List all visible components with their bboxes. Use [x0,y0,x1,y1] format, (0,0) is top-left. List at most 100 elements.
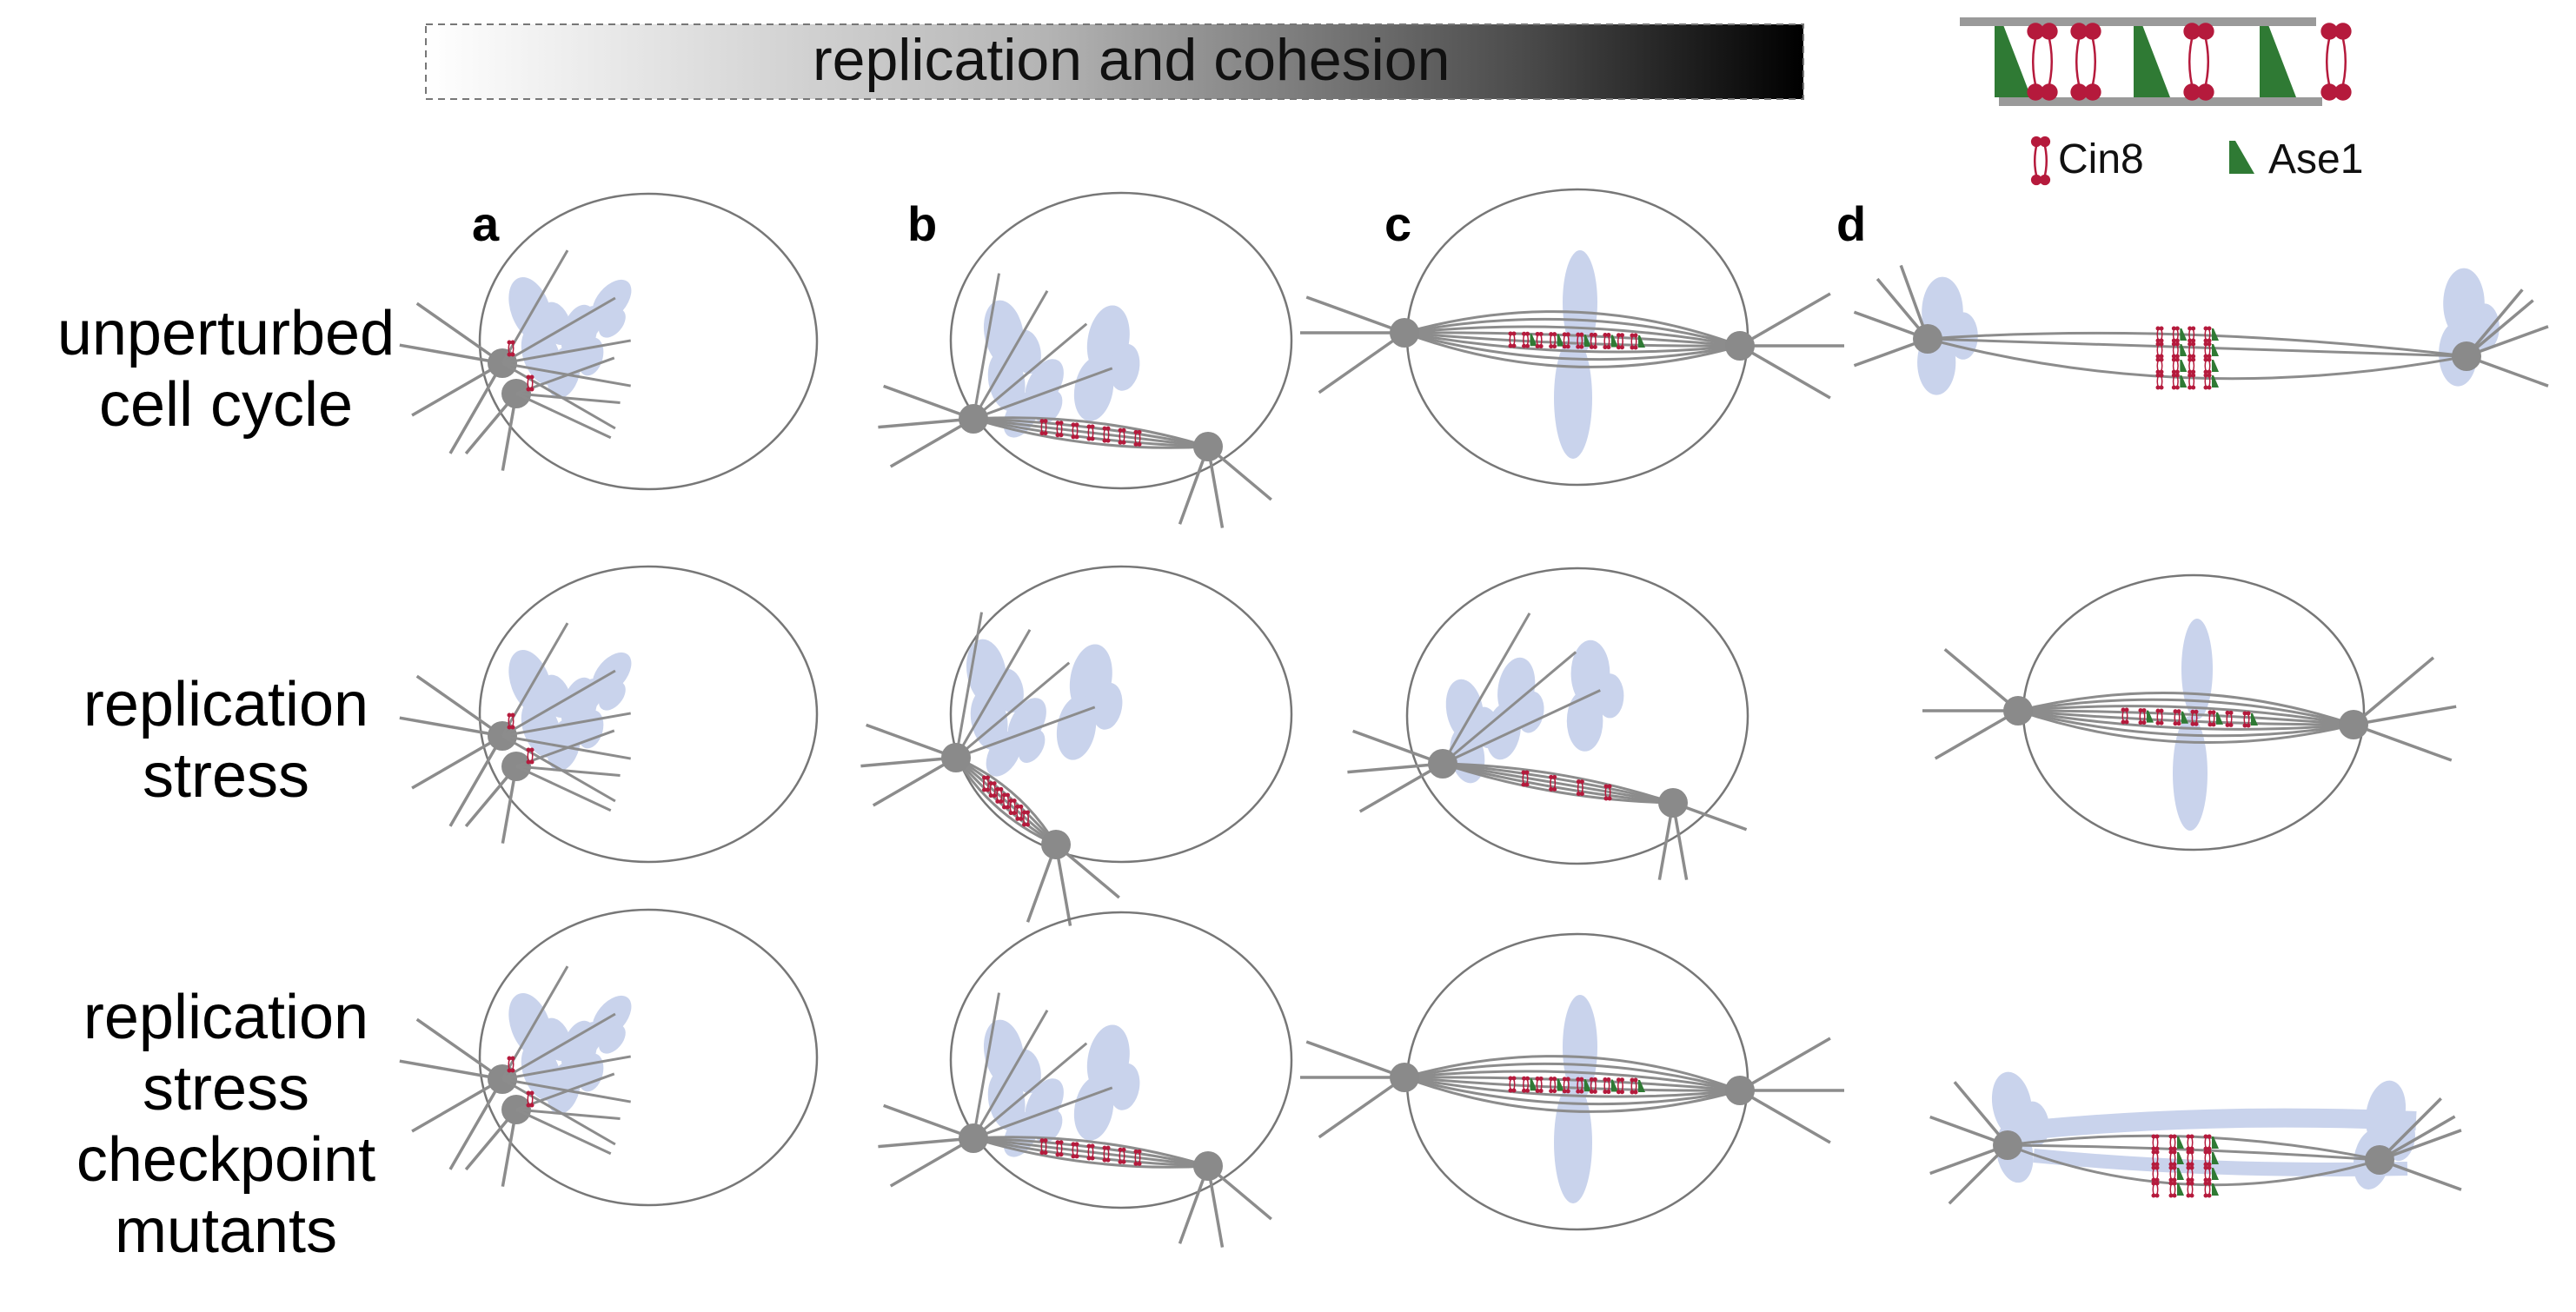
astral-microtubule [872,756,957,807]
ase1-protein [2180,344,2188,356]
astral-microtubule [2352,656,2435,726]
cin8-motor [1508,1076,1517,1093]
nucleus-outline [1405,567,1749,865]
cin8-motor [2188,326,2196,343]
cin8-motor [1133,1149,1142,1166]
midzone-motors [982,775,1030,827]
ase1-protein [2177,1136,2184,1149]
ase1-protein [1557,1078,1564,1091]
ase1-protein [2177,1183,2184,1196]
microtubule [972,273,1000,420]
spindle-microtubules [954,756,1058,846]
astral-microtubule [883,384,974,421]
ase1-protein [1995,26,2031,97]
cin8-motor [1522,331,1530,348]
cin8-motor [1549,1077,1557,1094]
ase1-protein [1530,1078,1537,1091]
astral-microtubule [415,1017,504,1081]
cin8-motor [1535,331,1544,348]
spindle-pole [1300,295,1419,394]
microtubule [1441,613,1531,765]
ase1-protein [2212,344,2219,356]
ase1-protein [1610,335,1618,348]
chromosome [2353,1080,2415,1189]
cin8-motor [1603,333,1611,350]
spindle-microtubules [1404,310,1741,368]
astral-microtubule [448,735,504,827]
ase1-protein [2180,328,2188,341]
cin8-motor [2151,1181,2160,1198]
microtubule [515,392,621,404]
cin8-motor [526,1090,534,1108]
cin8-motor [1535,1076,1544,1093]
cin8-motor [2203,1165,2212,1183]
cin8-motor [1549,774,1557,792]
microtubule [1442,689,1601,765]
cell-stage-a [399,192,819,491]
microtubule [973,367,1113,421]
cin8-motor [2188,373,2196,390]
cin8-motor [1039,1138,1048,1156]
ase1-protein [1530,334,1537,347]
cin8-motor [1055,1140,1064,1157]
cin8-motor [1576,332,1584,349]
row-label-line: checkpoint [76,1125,376,1195]
microtubule [515,1108,612,1156]
cin8-motor [2208,710,2216,727]
midzone-motors [2151,1150,2219,1167]
astral-microtubule [415,301,504,365]
astral-microtubule [1739,344,1831,400]
microtubule [501,1077,616,1146]
microtubule [501,296,616,365]
ase1-protein [1610,1079,1618,1092]
midzone-motors [2155,357,2219,374]
replication-gradient-bar [425,23,1804,100]
cin8-motor [2138,708,2147,726]
midzone-motors [2155,326,2219,343]
cin8-motor [982,775,990,792]
cin8-motor [988,781,997,798]
chromosome [1056,644,1123,760]
row-label-line: replication [83,670,369,739]
cin8-motor [995,786,1004,804]
cin8-motor [1022,810,1030,827]
microtubule [972,992,1000,1139]
chromosome [1073,1024,1140,1141]
spindle-microtubules [2017,692,2354,744]
midzone-motors [2151,1165,2219,1183]
ase1-legend-icon [2229,141,2254,174]
spindle-pole [1725,1037,1844,1144]
spindle-pole [1178,1151,1272,1248]
cin8-motor [2155,326,2164,343]
astral-microtubule [399,343,503,365]
cin8-motor [2186,1150,2194,1167]
cin8-motor [1071,422,1079,440]
cin8-motor [2155,373,2164,390]
astral-microtubule [889,1136,974,1188]
cin8-motor [2203,1150,2212,1167]
midzone-motors [2151,1134,2219,1151]
astral-microtubule [411,734,503,790]
astral-microtubule [866,723,957,759]
astral-microtubule [399,1059,503,1081]
spindle-pole [878,384,988,468]
chromosome [2173,716,2208,831]
midzone-motors [2155,341,2219,359]
banner-title: replication and cohesion [813,27,1451,93]
cin8-motor [1603,784,1612,801]
ase1-protein [2212,328,2219,341]
cin8-motor [507,340,515,357]
panel-label-d: d [1836,196,1867,251]
cin8-motor [1589,332,1597,349]
astral-microtubule [399,716,503,738]
row-label-unperturbed: unperturbed cell cycle [0,298,452,441]
cin8-motor [2070,23,2101,101]
microtubule [973,322,1088,421]
cin8-motor [2151,1165,2160,1183]
ase1-protein [2212,375,2219,388]
spindle-pole [2339,656,2457,762]
spindle-pole [1657,788,1748,880]
ase1-protein [1638,1080,1645,1092]
nucleus-outline [478,908,819,1207]
